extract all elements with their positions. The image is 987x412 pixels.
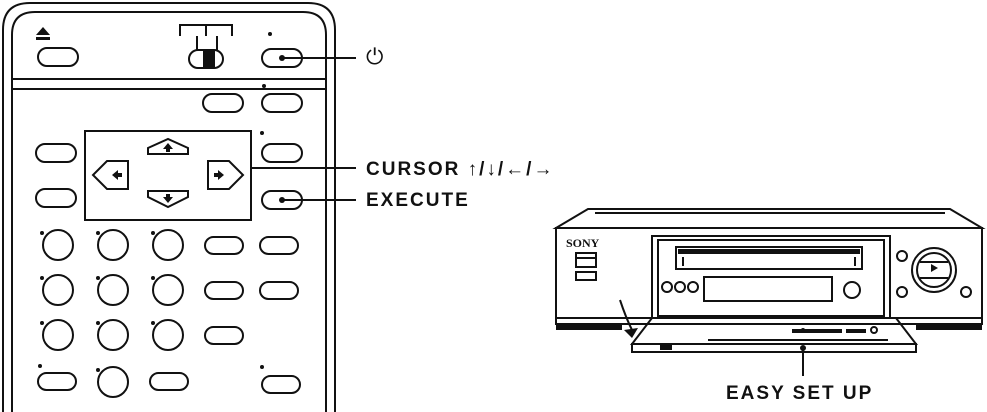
remote-button[interactable]	[204, 281, 244, 300]
remote-button[interactable]	[260, 365, 301, 394]
number-button[interactable]	[40, 274, 74, 306]
tv-video-switch[interactable]	[179, 24, 233, 69]
vcr-unit: SONY	[552, 208, 986, 353]
left-side-button[interactable]	[35, 188, 77, 208]
jog-shuttle-dial[interactable]	[911, 247, 957, 293]
down-arrow-icon	[163, 194, 173, 203]
remote-button[interactable]	[204, 326, 244, 345]
remote-button[interactable]	[202, 93, 244, 113]
remote-button[interactable]	[260, 131, 303, 163]
number-pad	[40, 229, 184, 398]
display-window	[703, 276, 833, 302]
remote-button[interactable]	[261, 84, 303, 113]
front-flap	[629, 317, 919, 353]
execute-label: EXECUTE	[366, 190, 470, 211]
number-button[interactable]	[151, 319, 184, 351]
power-switch[interactable]	[575, 252, 597, 268]
front-button[interactable]	[687, 281, 699, 293]
remote-button[interactable]	[37, 364, 77, 391]
eject-icon	[36, 27, 50, 35]
easy-set-up-button[interactable]	[800, 345, 806, 351]
easy-set-up-label: EASY SET UP	[726, 383, 874, 404]
remote-control	[2, 2, 336, 412]
number-button[interactable]	[151, 274, 184, 306]
up-arrow-icon	[163, 143, 173, 152]
brand-logo: SONY	[566, 236, 600, 250]
cassette-slot	[675, 246, 863, 270]
remote-button[interactable]	[259, 236, 299, 255]
front-button[interactable]	[896, 286, 908, 298]
number-button[interactable]	[96, 229, 129, 261]
cursor-up-button[interactable]	[147, 137, 189, 155]
leader-lines	[251, 57, 804, 376]
front-button[interactable]	[661, 281, 673, 293]
number-button[interactable]	[40, 319, 74, 351]
number-button[interactable]	[96, 274, 129, 306]
cursor-label: CURSOR ↑/↓/←/→	[366, 159, 555, 180]
number-button[interactable]	[96, 366, 129, 398]
sensor	[843, 281, 861, 299]
cursor-group-frame	[84, 130, 252, 221]
remote-button[interactable]	[204, 236, 244, 255]
number-button[interactable]	[151, 229, 184, 261]
remote-button[interactable]	[149, 372, 189, 391]
left-arrow-icon	[112, 170, 122, 180]
left-side-button[interactable]	[35, 143, 77, 163]
power-label: ⏻	[366, 44, 384, 69]
cursor-left-button[interactable]	[91, 160, 129, 190]
cursor-right-button[interactable]	[207, 160, 245, 190]
number-button[interactable]	[96, 319, 129, 351]
label-plate	[575, 271, 597, 281]
right-arrow-icon	[214, 170, 224, 180]
cursor-down-button[interactable]	[147, 190, 189, 209]
front-button[interactable]	[960, 286, 972, 298]
eject-button[interactable]	[36, 27, 79, 67]
remote-button[interactable]	[259, 281, 299, 300]
number-button[interactable]	[40, 229, 74, 261]
power-button[interactable]	[261, 32, 303, 68]
flap-open-arrow	[619, 299, 633, 331]
front-button[interactable]	[896, 250, 908, 262]
front-button[interactable]	[674, 281, 686, 293]
